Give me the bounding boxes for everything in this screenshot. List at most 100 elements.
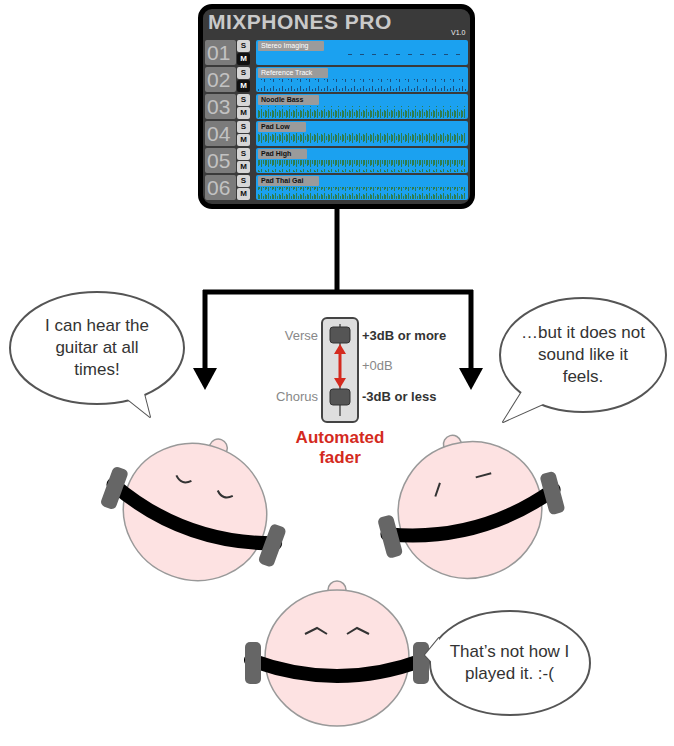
track-number-text: 05: [207, 149, 230, 173]
waveform: [258, 79, 466, 91]
track-lane: Pad Thai Gai: [256, 175, 468, 200]
mute-button: M: [237, 53, 250, 65]
eye: [347, 628, 369, 634]
track-lane: Reference Track: [256, 67, 468, 92]
section-label: Verse: [262, 328, 318, 343]
track-number: 03: [205, 94, 236, 119]
fader-symbol: [322, 318, 358, 422]
head: [383, 426, 557, 595]
track-name: Noodle Bass: [258, 95, 319, 105]
headphone-band: [108, 484, 275, 558]
mute-button: M: [237, 107, 250, 119]
gain-label: +0dB: [362, 358, 482, 373]
signal-wires: [203, 208, 473, 372]
solo-button: S: [237, 67, 250, 79]
mute-button: M: [237, 134, 250, 146]
headphone-band: [251, 660, 423, 676]
track-number: 05: [205, 148, 236, 173]
wire: [203, 290, 208, 372]
bubble-text-box: I can hear the guitar at all times!: [8, 290, 186, 406]
mute-button: M: [237, 161, 250, 173]
mute-button: M: [237, 188, 250, 200]
track-number: 01: [205, 40, 236, 65]
head: [104, 423, 286, 600]
headphone-band: [387, 490, 557, 550]
ear-cup: [100, 465, 129, 510]
track-number-text: 06: [207, 176, 230, 200]
speech-text: …but it does not sound like it feels.: [516, 322, 651, 388]
solo-button: S: [237, 94, 250, 106]
wire: [335, 208, 340, 292]
track-number: 02: [205, 67, 236, 92]
version-label: V1.0: [451, 29, 465, 36]
track-lane: Pad High: [256, 148, 468, 173]
track-name: Pad Thai Gai: [258, 176, 319, 186]
listener-head: [85, 408, 307, 607]
track-name: Pad Low: [258, 122, 306, 132]
track-number: 06: [205, 175, 236, 200]
eye: [432, 483, 443, 497]
track-number-text: 04: [207, 122, 230, 146]
wire: [203, 290, 473, 295]
track-lane: Pad Low: [256, 121, 468, 146]
track-number-text: 03: [207, 95, 230, 119]
eye: [476, 473, 491, 477]
bubble-text-box: …but it does not sound like it feels.: [498, 296, 668, 414]
listener-head: [361, 412, 576, 600]
speech-bubble: …but it does not sound like it feels.: [498, 296, 668, 414]
bubble-outline: [427, 608, 592, 718]
waveform: [258, 133, 466, 145]
ear-cup: [258, 523, 287, 568]
arrow-head: [334, 344, 346, 354]
solo-button: S: [237, 148, 250, 160]
ear-cup: [413, 642, 429, 684]
bubble-text-box: That’s not how I played it. :-(: [427, 608, 592, 718]
section-label: Chorus: [258, 389, 318, 404]
speech-bubble: I can hear the guitar at all times!: [8, 290, 186, 406]
speech-text: I can hear the guitar at all times!: [35, 315, 160, 381]
solo-button: S: [237, 175, 250, 187]
speech-text: That’s not how I played it. :-(: [450, 641, 570, 685]
bubble-tail-fill: [503, 382, 552, 422]
track-number-text: 02: [207, 68, 230, 92]
gain-label: -3dB or less: [362, 389, 482, 404]
app-title: MIXPHONES PRO: [208, 10, 392, 34]
track-lane: Noodle Bass: [256, 94, 468, 119]
track-name: Reference Track: [258, 68, 328, 78]
closed-eye: [216, 490, 232, 499]
track-lane: Stereo Imaging: [256, 40, 468, 65]
closed-eye: [175, 475, 191, 484]
bubble-body: [430, 611, 590, 715]
waveform: [258, 160, 466, 172]
gain-label: +3dB or more: [362, 328, 482, 343]
bubble-tail-fill: [116, 378, 150, 417]
head: [265, 590, 409, 726]
fader-knob: [330, 389, 350, 405]
listener-head: [245, 581, 429, 726]
solo-button: S: [237, 121, 250, 133]
track-name: Pad High: [258, 149, 307, 159]
arrow-head: [459, 368, 483, 390]
fader-knob: [330, 327, 350, 343]
arrow-head: [193, 368, 217, 390]
waveform: [258, 187, 466, 199]
wire: [469, 290, 474, 372]
waveform: [258, 106, 466, 118]
ear-cup: [245, 642, 261, 684]
solo-button: S: [237, 40, 250, 52]
bubble-body: [10, 292, 184, 404]
ear-cup: [377, 514, 403, 559]
track-number-text: 01: [207, 41, 230, 65]
track-number: 04: [205, 121, 236, 146]
speech-bubble: That’s not how I played it. :-(: [427, 608, 592, 718]
arrow-head: [334, 378, 346, 388]
track-name: Stereo Imaging: [258, 41, 324, 51]
fader-motion-arrow: [339, 352, 342, 380]
mute-button: M: [237, 80, 250, 92]
ear-cup: [539, 471, 565, 516]
waveform: [340, 52, 466, 64]
bubble-tail-fill: [425, 638, 441, 672]
fader-body: [322, 318, 358, 422]
eye: [305, 628, 327, 634]
